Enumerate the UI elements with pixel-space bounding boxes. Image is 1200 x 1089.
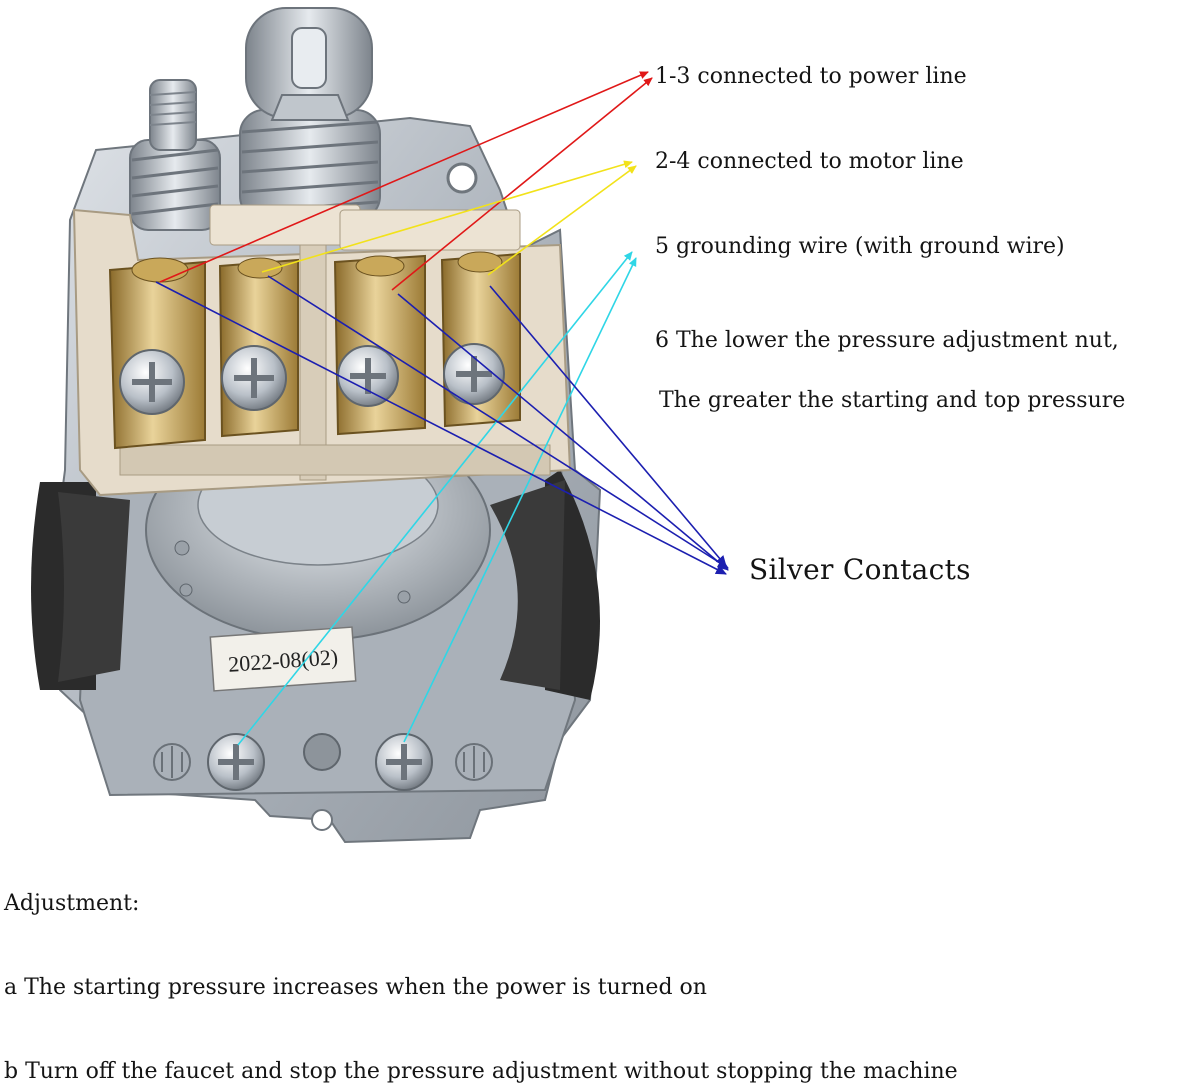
motor-line-arrows — [261, 160, 637, 276]
label-power-line: 1-3 connected to power line — [655, 64, 967, 89]
grounding-arrows — [237, 251, 637, 746]
date-stamp: 2022-08(02) — [209, 626, 357, 692]
screw-icon — [119, 343, 505, 791]
label-motor-line: 2-4 connected to motor line — [655, 149, 964, 174]
label-silver-contacts: Silver Contacts — [749, 553, 971, 586]
terminal-3 — [333, 254, 426, 436]
rubber-grommet-right — [490, 470, 600, 700]
label-grounding-wire: 5 grounding wire (with ground wire) — [655, 234, 1065, 259]
power-line-arrows — [159, 71, 653, 291]
silver-contacts-arrows — [155, 275, 729, 575]
adjustment-item-a: a The starting pressure increases when t… — [4, 975, 707, 1000]
spring-icon — [129, 7, 381, 231]
rubber-grommet-left — [31, 482, 130, 690]
ground-symbol-icon — [153, 743, 493, 781]
label-adjustment-nut: 6 The lower the pressure adjustment nut, — [655, 328, 1119, 353]
label-pressure-note: The greater the starting and top pressur… — [659, 388, 1126, 413]
adjustment-heading: Adjustment: — [4, 891, 140, 916]
adjustment-item-b: b Turn off the faucet and stop the press… — [4, 1059, 958, 1084]
